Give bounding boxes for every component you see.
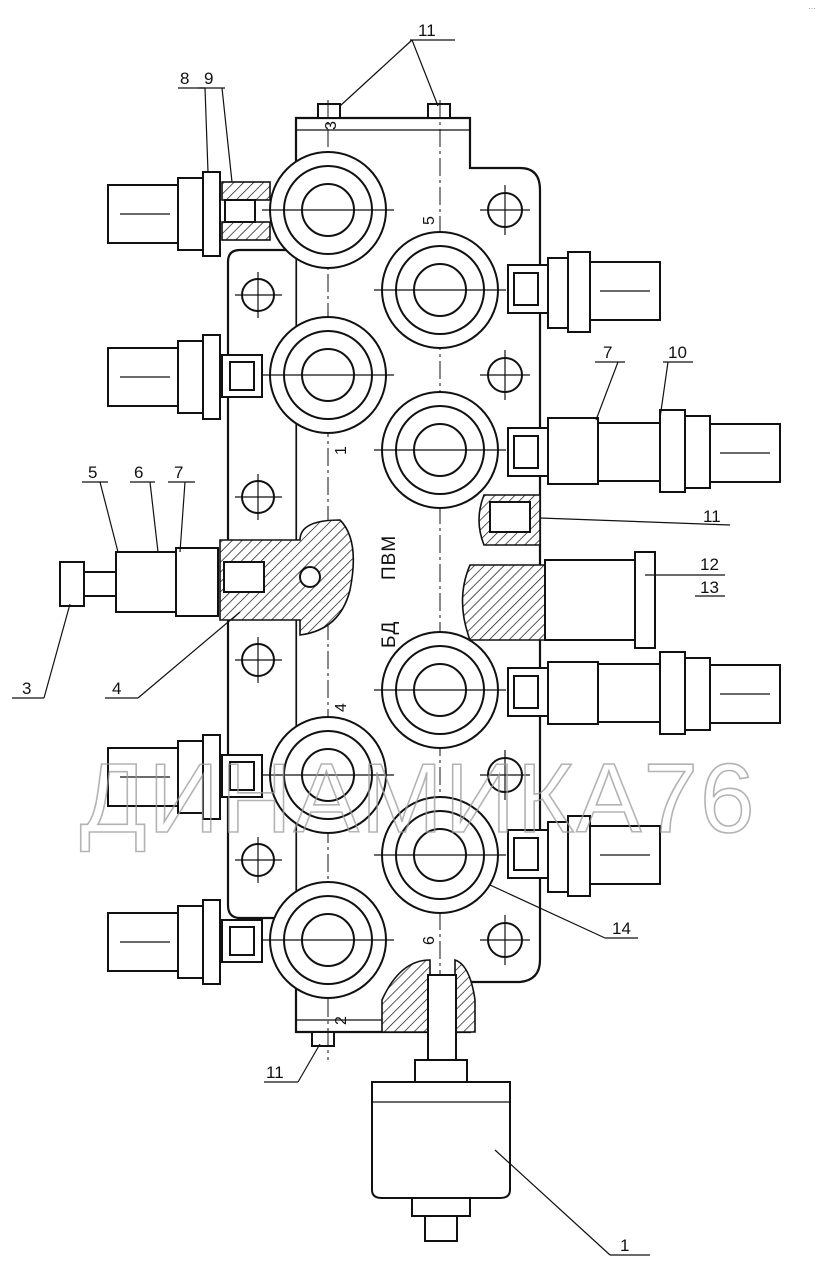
callout-1: 1 xyxy=(620,1236,629,1255)
corner-mark: … xyxy=(808,2,816,11)
bolt-hole xyxy=(235,272,282,318)
bottom-pressure-sensor xyxy=(371,958,511,1242)
callout-labels: 8 9 11 5 6 7 3 4 7 10 11 12 13 14 11 1 xyxy=(22,21,721,1255)
callout-12: 12 xyxy=(700,555,719,574)
bolt-hole xyxy=(480,350,530,400)
engravings: ПВМ БД xyxy=(379,535,400,648)
bolt-hole xyxy=(235,837,282,883)
bolt-hole xyxy=(480,750,530,800)
valve-boss xyxy=(262,716,394,834)
callout-10: 10 xyxy=(668,343,687,362)
left-sensor-fitting xyxy=(59,519,355,636)
callout-7-right: 7 xyxy=(603,343,612,362)
mounting-lug-top-right xyxy=(427,103,451,119)
valve-boss xyxy=(374,631,506,749)
section-mark-5: 5 xyxy=(421,216,438,225)
watermark-text: ДИНАМИКА76 xyxy=(80,743,756,853)
bolt-holes xyxy=(235,185,530,965)
callout-3: 3 xyxy=(22,679,31,698)
solenoid-connector xyxy=(507,815,661,897)
callout-14: 14 xyxy=(612,919,631,938)
callout-11-bottom: 11 xyxy=(266,1063,284,1082)
engraving-bd: БД xyxy=(379,621,400,648)
valve-boss xyxy=(262,881,394,999)
valve-boss xyxy=(262,316,394,434)
solenoid-connector xyxy=(107,334,263,420)
leader-lines xyxy=(12,39,731,1256)
mounting-lug-bottom xyxy=(311,1031,335,1047)
right-connectors xyxy=(507,251,781,897)
section-mark-2: 2 xyxy=(333,1016,350,1025)
watermark: ДИНАМИКА76 xyxy=(79,742,756,854)
section-mark-1: 1 xyxy=(333,446,350,455)
callout-13: 13 xyxy=(700,578,719,597)
solenoid-connector xyxy=(507,409,781,493)
section-marks: 3 5 1 4 6 2 xyxy=(323,121,438,1025)
section-mark-4: 4 xyxy=(333,703,350,712)
callout-7-left: 7 xyxy=(174,463,183,482)
valve-boss xyxy=(262,151,394,269)
section-mark-6: 6 xyxy=(421,936,438,945)
right-plug xyxy=(461,494,656,649)
solenoid-connector xyxy=(107,171,271,257)
valve-bosses xyxy=(262,151,506,999)
callout-4: 4 xyxy=(112,679,121,698)
bolt-hole xyxy=(235,474,282,520)
callout-8: 8 xyxy=(180,69,189,88)
callout-9: 9 xyxy=(204,69,213,88)
left-connectors xyxy=(107,171,271,985)
mounting-lug-top-left xyxy=(317,103,341,119)
callout-11-top: 11 xyxy=(418,21,436,40)
bolt-hole xyxy=(480,185,530,235)
bolt-hole xyxy=(235,637,282,683)
valve-boss xyxy=(374,231,506,349)
solenoid-connector xyxy=(507,251,661,333)
solenoid-connector xyxy=(107,734,263,820)
engraving-pvm: ПВМ xyxy=(379,535,400,580)
valve-boss xyxy=(374,391,506,509)
solenoid-connector xyxy=(507,651,781,735)
valve-boss xyxy=(374,796,506,914)
callout-11-mid: 11 xyxy=(703,507,721,526)
callout-5: 5 xyxy=(88,463,97,482)
callout-6: 6 xyxy=(134,463,143,482)
solenoid-connector xyxy=(107,899,263,985)
section-mark-3: 3 xyxy=(323,121,340,130)
bolt-hole xyxy=(480,915,530,965)
